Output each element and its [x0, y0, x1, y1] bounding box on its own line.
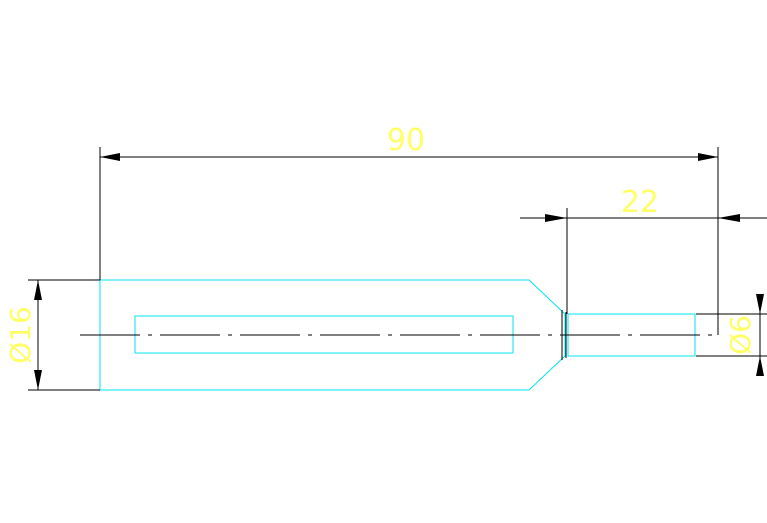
- dimension-step-length: 22: [520, 185, 767, 222]
- dimension-overall-length: 90: [100, 123, 718, 161]
- arrow-d6-top: [756, 294, 764, 314]
- extension-lines: [28, 147, 767, 391]
- arrow-22-right: [718, 214, 740, 222]
- arrow-22-left: [545, 214, 567, 222]
- dimension-major-diameter: Ø16: [4, 280, 42, 390]
- dimension-text-22: 22: [621, 185, 659, 220]
- dimension-text-d16: Ø16: [4, 306, 37, 364]
- dimension-text-90: 90: [387, 123, 425, 158]
- arrow-d6-bottom: [756, 356, 764, 376]
- dimension-minor-diameter: Ø6: [724, 294, 764, 376]
- dimension-text-d6: Ø6: [724, 315, 757, 355]
